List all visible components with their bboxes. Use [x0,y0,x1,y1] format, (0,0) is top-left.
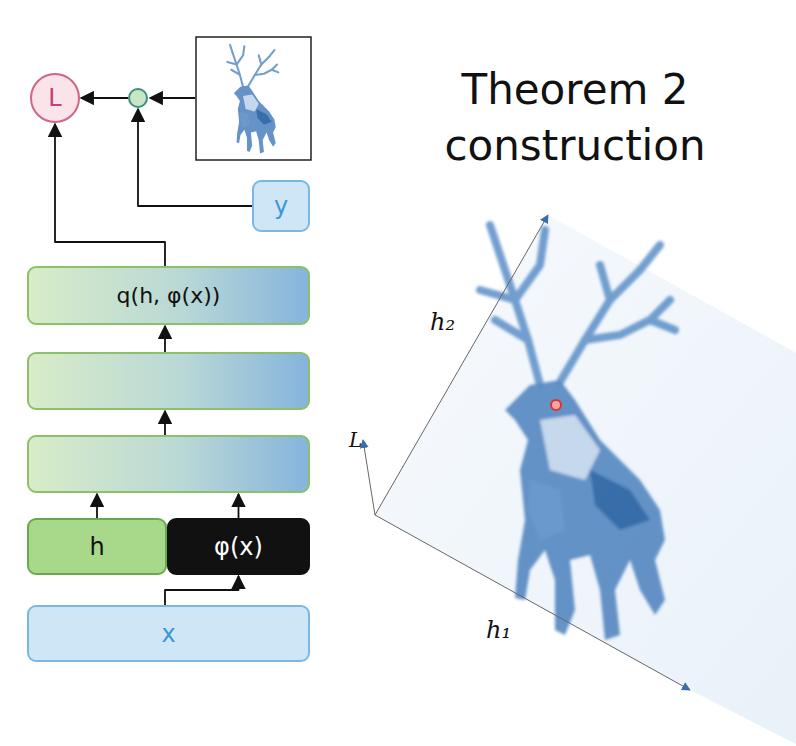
connector-arrow [81,97,128,99]
connector-arrow [165,576,239,605]
title: Theorem 2 construction [395,62,755,174]
axis-h1 [375,515,690,690]
axis-l [363,440,375,515]
loss-circle: L [30,73,80,123]
axis-label: h₂ [430,308,455,336]
input-box: x [27,605,310,662]
connector-arrow [96,494,98,518]
node-text: φ(x) [214,533,263,561]
connector-arrow [164,411,166,435]
feature-box: φ(x) [167,518,310,575]
deer-landscape [480,225,675,640]
thumbnail-deer [227,45,278,153]
connector-arrow [238,494,240,518]
axis-label: h₁ [486,616,511,644]
point-marker [551,400,561,410]
combine-circle [128,88,148,108]
hidden-layer [27,352,310,410]
thumbnail-arrow [150,97,195,99]
hidden-layer [27,435,310,493]
axis-h2 [375,215,548,515]
node-text: q(h, φ(x)) [117,283,221,308]
parameter-box: h [27,518,167,575]
node-text: x [161,620,175,648]
connector-arrow [55,124,165,266]
connector-arrow [138,109,252,206]
target-thumbnail [196,37,311,160]
axis-label: L [349,428,362,452]
output-layer: q(h, φ(x)) [27,266,310,325]
node-text: y [274,192,288,220]
node-text: h [89,533,104,561]
loss-plane [375,215,796,746]
node-text: L [48,84,61,112]
label-box: y [252,180,310,232]
connector-arrow [164,326,166,352]
